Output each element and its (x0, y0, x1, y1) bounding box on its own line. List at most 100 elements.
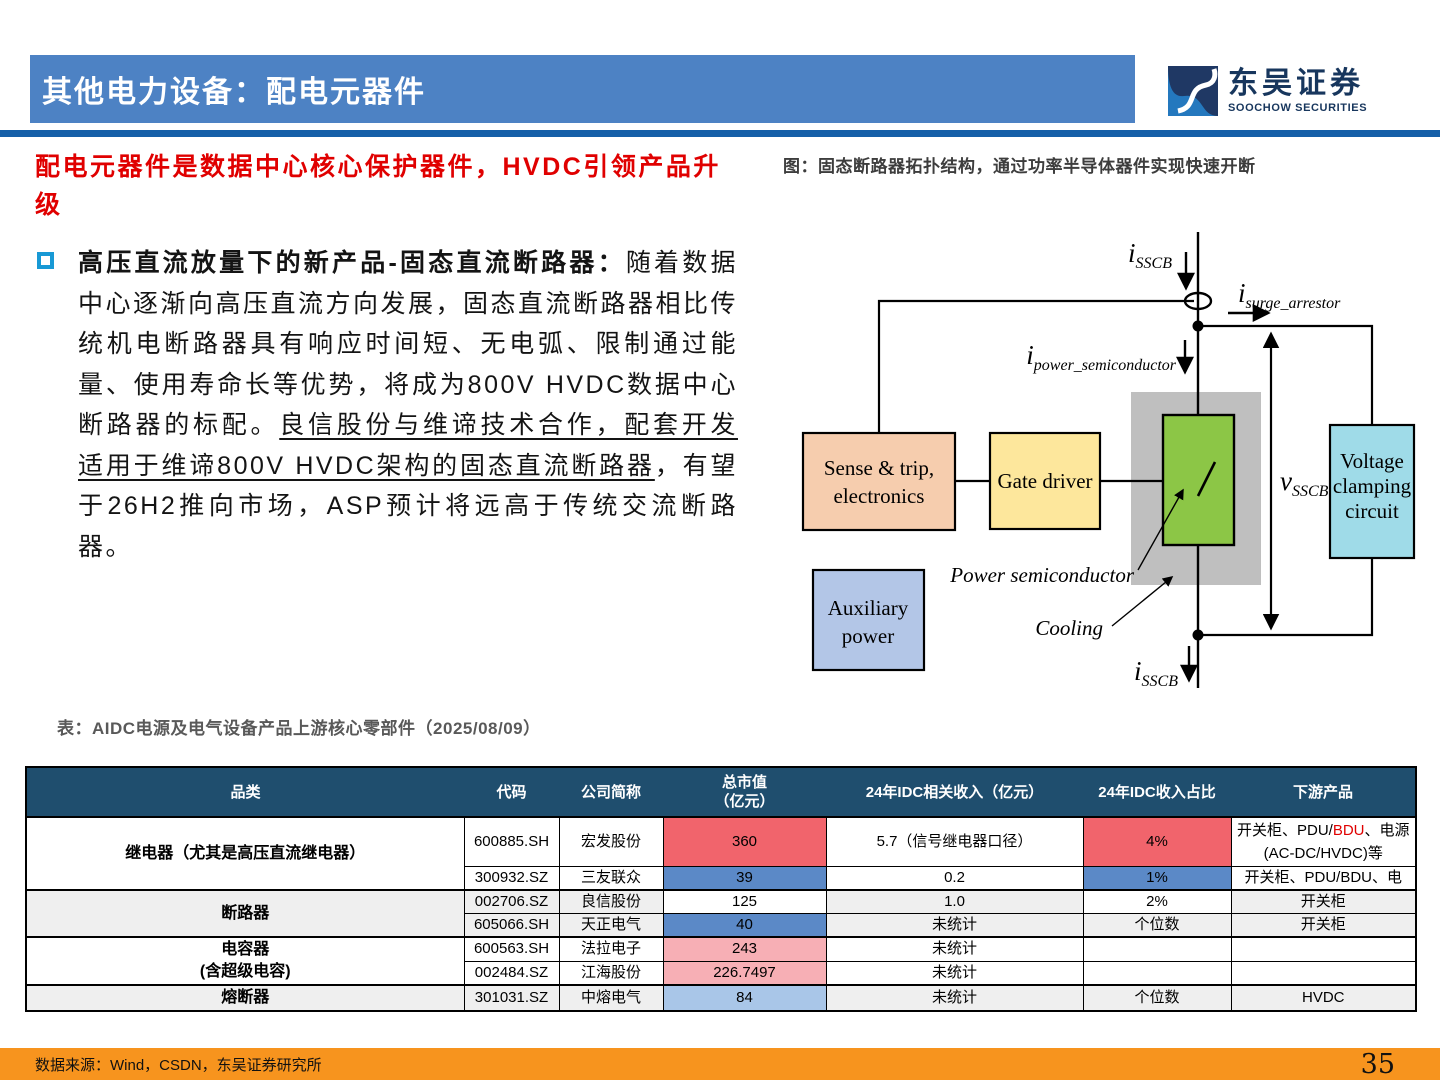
figure-caption: 图：固态断路器拓扑结构，通过功率半导体器件实现快速开断 (783, 157, 1256, 176)
i-power-label: ipower_semiconductor (1026, 340, 1176, 374)
paragraph-segment: 良信股份与维谛技术合作，配套开发适用于维谛800V HVDC架构的固态直流断路器 (78, 411, 738, 480)
clamp-label-line3: circuit (1345, 499, 1399, 523)
market-cap-cell: 39 (662, 866, 827, 891)
downstream-cell: 开关柜 (1230, 889, 1417, 914)
power-semiconductor-box (1161, 413, 1236, 547)
column-header: 代码 (464, 767, 559, 817)
stock-code-cell: 600885.SH (463, 816, 560, 867)
market-cap-cell: 84 (662, 984, 827, 1012)
page-number: 35 (1360, 1048, 1395, 1080)
sense-trip-label-line2: electronics (834, 484, 925, 508)
square-bullet-icon (37, 252, 54, 269)
company-name-cell: 中熔电气 (558, 984, 664, 1012)
clamp-branch-wire-bottom (1198, 558, 1374, 637)
idc-share-cell: 个位数 (1082, 984, 1232, 1012)
table-caption: 表：AIDC电源及电气设备产品上游核心零部件（2025/08/09） (57, 719, 541, 738)
separator-line (0, 130, 1440, 137)
idc-share-cell (1082, 960, 1232, 986)
sense-trip-box (801, 431, 957, 532)
downstream-cell: 开关柜、PDU/BDU、电源(AC-DC/HVDC)等 (1230, 816, 1417, 867)
downstream-cell: 开关柜、PDU/BDU、电 (1230, 866, 1417, 891)
paragraph-segment: 高压直流放量下的新产品-固态直流断路器： (78, 249, 626, 277)
downstream-segment: 开关柜、PDU/ (1236, 822, 1333, 839)
company-name-cell: 宏发股份 (558, 816, 664, 867)
page-title: 其他电力设备：配电元器件 (42, 76, 426, 109)
auxiliary-power-box (811, 568, 926, 672)
paragraph-segment: 随着数据中心逐渐向高压直流方向发展，固态直流断路器相比传统机电断路器具有响应时间… (78, 249, 739, 439)
i-surge-label: isurge_arrestor (1238, 278, 1341, 312)
aidc-components-table: 品类代码公司简称总市值（亿元）24年IDC相关收入（亿元）24年IDC收入占比下… (25, 766, 1417, 1012)
stock-code-cell: 605066.SH (463, 913, 560, 938)
auxiliary-label-line2: power (842, 624, 894, 648)
column-header: 公司简称 (559, 767, 663, 817)
brand-name: 东吴证券 (1228, 66, 1364, 100)
stock-code-cell: 301031.SZ (463, 984, 560, 1012)
gate-driver-label: Gate driver (997, 469, 1092, 493)
market-cap-cell: 360 (662, 816, 827, 867)
brand-logo: 东吴证券 SOOCHOW SECURITIES (1168, 66, 1367, 116)
i-sscb-bottom-label: iSSCB (1134, 656, 1178, 690)
current-sensor-icon (1183, 291, 1213, 311)
idc-share-cell (1082, 936, 1232, 962)
i-sscb-top-label: iSSCB (1128, 238, 1172, 272)
idc-income-cell: 未统计 (825, 960, 1084, 986)
cooling-pointer (1111, 576, 1174, 627)
idc-income-cell: 未统计 (825, 984, 1084, 1012)
clamp-label-line2: clamping (1333, 474, 1412, 498)
downstream-segment: 、电源(AC-DC/HVDC)等 (1263, 822, 1410, 862)
cooling-label: Cooling (1035, 616, 1103, 640)
power-semiconductor-pointer (1137, 488, 1184, 571)
market-cap-cell: 40 (662, 913, 827, 938)
category-cell: 继电器（尤其是高压直流继电器） (25, 816, 465, 891)
idc-income-cell: 0.2 (825, 866, 1084, 891)
data-source: 数据来源：Wind，CSDN，东吴证券研究所 (35, 1056, 322, 1074)
market-cap-cell: 226.7497 (662, 960, 827, 986)
footer-bar: 数据来源：Wind，CSDN，东吴证券研究所 35 (0, 1048, 1440, 1080)
stock-code-cell: 002484.SZ (463, 960, 560, 986)
company-name-cell: 三友联众 (558, 866, 664, 891)
paragraph-segment: ，有望于26H2推向市场，ASP预计将远高于传统交流断路器。 (78, 451, 738, 561)
company-name-cell: 良信股份 (558, 889, 664, 914)
stock-code-cell: 300932.SZ (463, 866, 560, 891)
idc-income-cell: 1.0 (825, 889, 1084, 914)
downstream-segment: BDU (1332, 822, 1365, 839)
column-header: 下游产品 (1231, 767, 1416, 817)
sense-trip-label-line1: Sense & trip, (824, 456, 934, 480)
logo-icon (1168, 66, 1218, 116)
column-header: 24年IDC相关收入（亿元） (826, 767, 1083, 817)
stock-code-cell: 002706.SZ (463, 889, 560, 914)
power-semiconductor-label: Power semiconductor (949, 563, 1135, 587)
idc-income-cell: 5.7（信号继电器口径） (825, 816, 1084, 867)
clamp-label-line1: Voltage (1340, 449, 1404, 473)
idc-share-cell: 4% (1082, 816, 1232, 867)
v-sscb-label: vSSCB (1280, 466, 1329, 500)
downstream-cell (1230, 936, 1417, 962)
section-heading: 配电元器件是数据中心核心保护器件，HVDC引领产品升级 (35, 153, 721, 219)
idc-income-cell: 未统计 (825, 913, 1084, 938)
category-cell: 熔断器 (25, 984, 465, 1012)
switch-blade (1196, 461, 1217, 497)
column-header: 24年IDC收入占比 (1083, 767, 1231, 817)
voltage-clamping-box (1328, 423, 1416, 560)
company-name-cell: 江海股份 (558, 960, 664, 986)
sense-branch-wire (877, 299, 1194, 433)
idc-share-cell: 个位数 (1082, 913, 1232, 938)
market-cap-cell: 243 (662, 936, 827, 962)
market-cap-cell: 125 (662, 889, 827, 914)
downstream-cell (1230, 960, 1417, 986)
category-cell: 电容器(含超级电容) (25, 936, 465, 986)
clamp-branch-wire-top (1198, 324, 1374, 425)
downstream-cell: HVDC (1230, 984, 1417, 1012)
company-name-cell: 法拉电子 (558, 936, 664, 962)
idc-share-cell: 1% (1082, 866, 1232, 891)
column-header: 品类 (26, 767, 464, 817)
category-cell: 断路器 (25, 889, 465, 938)
company-name-cell: 天正电气 (558, 913, 664, 938)
downstream-cell: 开关柜 (1230, 913, 1417, 938)
idc-share-cell: 2% (1082, 889, 1232, 914)
auxiliary-label-line1: Auxiliary (828, 596, 909, 620)
title-box: 其他电力设备：配电元器件 (30, 55, 1135, 123)
body-paragraph: 高压直流放量下的新产品-固态直流断路器：随着数据中心逐渐向高压直流方向发展，固态… (78, 243, 738, 567)
column-header: 总市值（亿元） (663, 767, 826, 817)
